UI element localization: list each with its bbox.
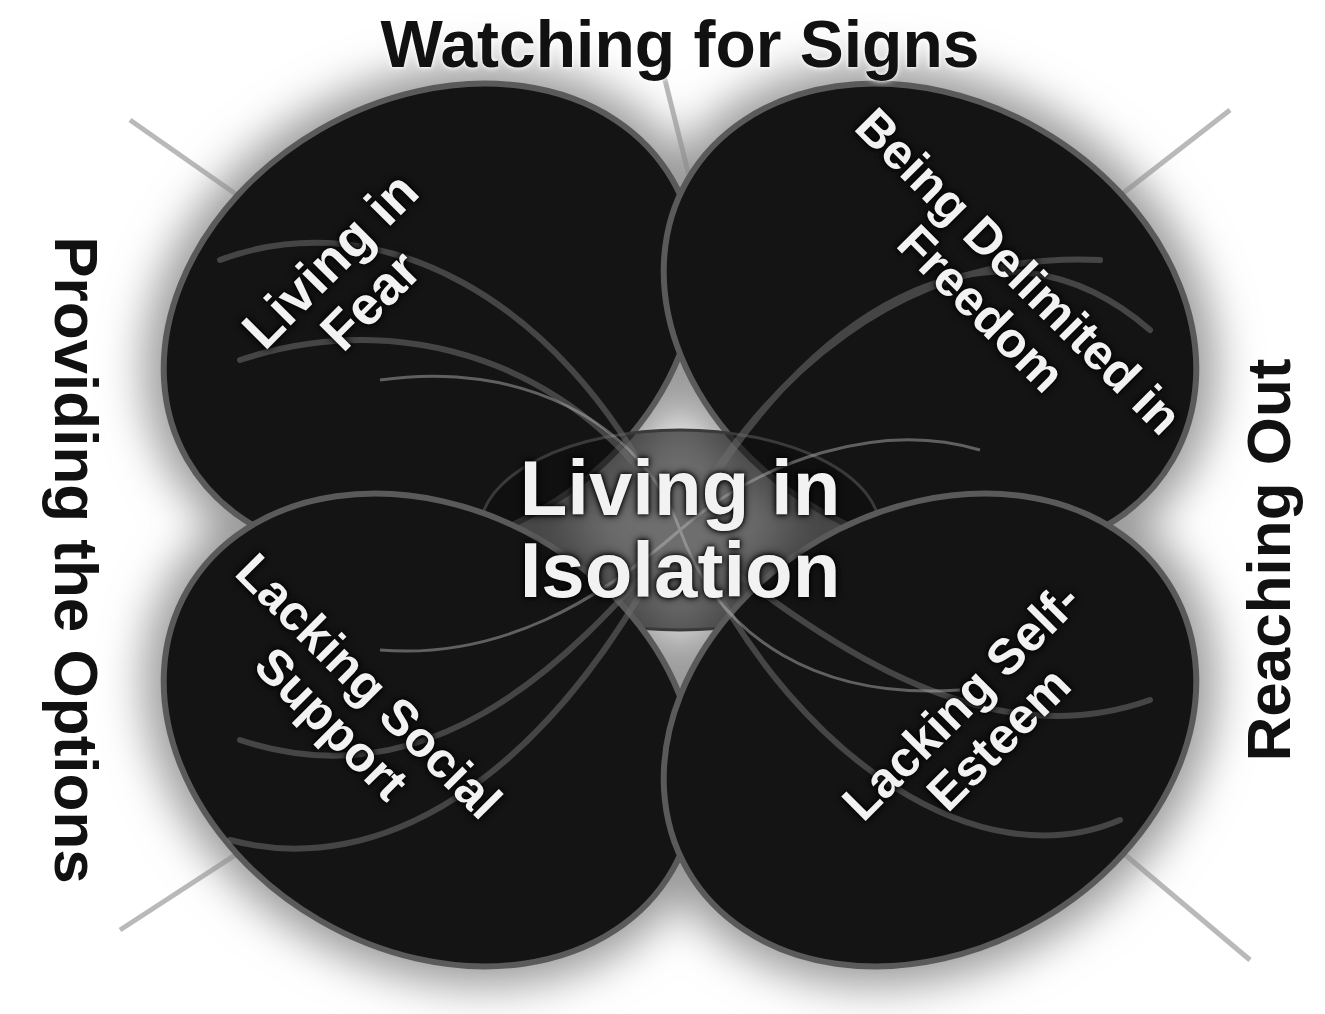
center-swirl: Living in Isolation xyxy=(470,420,890,640)
center-title: Living in Isolation xyxy=(480,448,880,612)
side-label: Watching for Signs xyxy=(381,6,980,82)
side-label: Providing the Options xyxy=(41,236,112,884)
side-label: Reaching Out xyxy=(1233,358,1304,761)
